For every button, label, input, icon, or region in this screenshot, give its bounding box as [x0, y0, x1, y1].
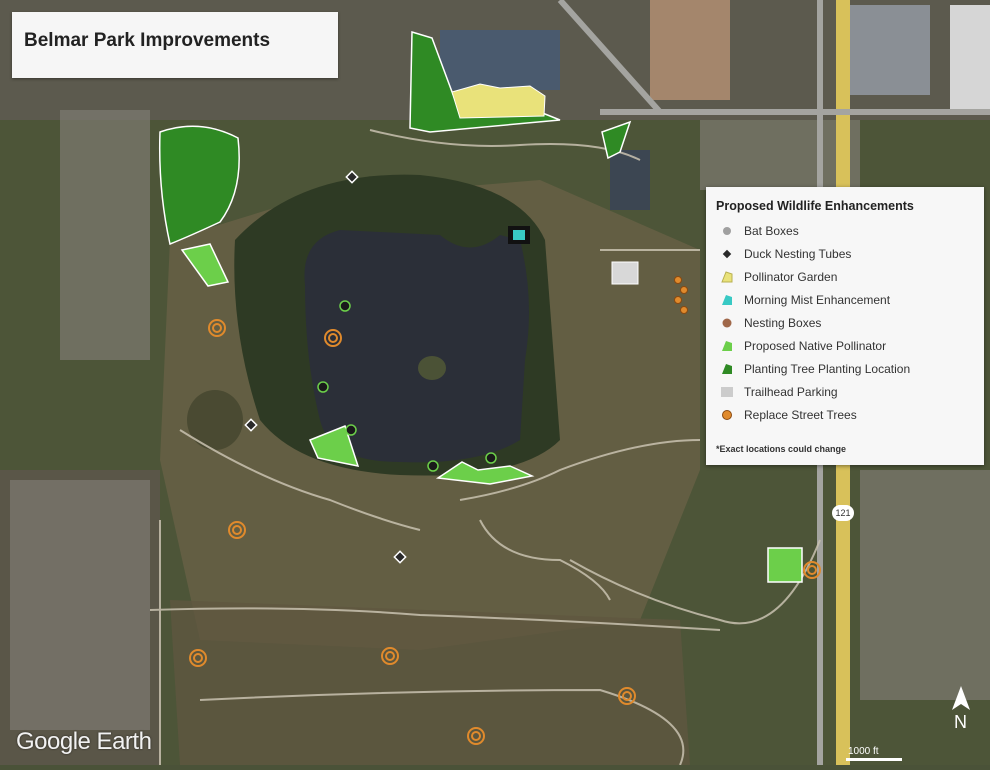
- teal-polygon-icon: [720, 293, 734, 307]
- legend-panel: Proposed Wildlife Enhancements Bat Boxes…: [706, 187, 984, 465]
- legend-item-nesting-boxes: Nesting Boxes: [720, 313, 821, 333]
- map-title: Belmar Park Improvements: [24, 30, 271, 51]
- yellow-polygon-icon: [720, 270, 734, 284]
- gray-dot-icon: [720, 224, 734, 238]
- legend-label: Bat Boxes: [744, 224, 799, 238]
- legend-title: Proposed Wildlife Enhancements: [716, 199, 914, 213]
- legend-item-replace-street-trees: Replace Street Trees: [720, 405, 857, 425]
- legend-item-bat-boxes: Bat Boxes: [720, 221, 799, 241]
- legend-item-tree-planting: Planting Tree Planting Location: [720, 359, 910, 379]
- legend-label: Morning Mist Enhancement: [744, 293, 891, 307]
- gray-square-icon: [720, 385, 734, 399]
- legend-label: Replace Street Trees: [744, 408, 857, 422]
- legend-item-native-pollinator: Proposed Native Pollinator: [720, 336, 886, 356]
- legend-label: Pollinator Garden: [744, 270, 838, 284]
- brown-dot-icon: [720, 316, 734, 330]
- legend-label: Duck Nesting Tubes: [744, 247, 852, 261]
- darkgreen-polygon-icon: [720, 362, 734, 376]
- highway-shield: 121: [832, 505, 854, 521]
- legend-item-trailhead-parking: Trailhead Parking: [720, 382, 838, 402]
- north-arrow-icon: N: [946, 684, 976, 744]
- scale-label: 1000 ft: [848, 746, 879, 757]
- legend-item-pollinator-garden: Pollinator Garden: [720, 267, 837, 287]
- legend-item-duck-tubes: Duck Nesting Tubes: [720, 244, 851, 264]
- legend-item-morning-mist: Morning Mist Enhancement: [720, 290, 890, 310]
- north-label: N: [954, 712, 967, 732]
- map-title-box: Belmar Park Improvements: [12, 12, 338, 78]
- google-earth-attribution: Google Earth: [16, 728, 152, 755]
- dark-square-icon: [720, 247, 734, 261]
- orange-ring-icon: [720, 408, 734, 422]
- scale-bar: [846, 758, 902, 761]
- legend-label: Proposed Native Pollinator: [744, 339, 887, 353]
- legend-note: *Exact locations could change: [716, 444, 847, 454]
- legend-label: Nesting Boxes: [744, 316, 822, 330]
- lightgreen-polygon-icon: [720, 339, 734, 353]
- legend-label: Trailhead Parking: [744, 385, 838, 399]
- legend-label: Planting Tree Planting Location: [744, 362, 911, 376]
